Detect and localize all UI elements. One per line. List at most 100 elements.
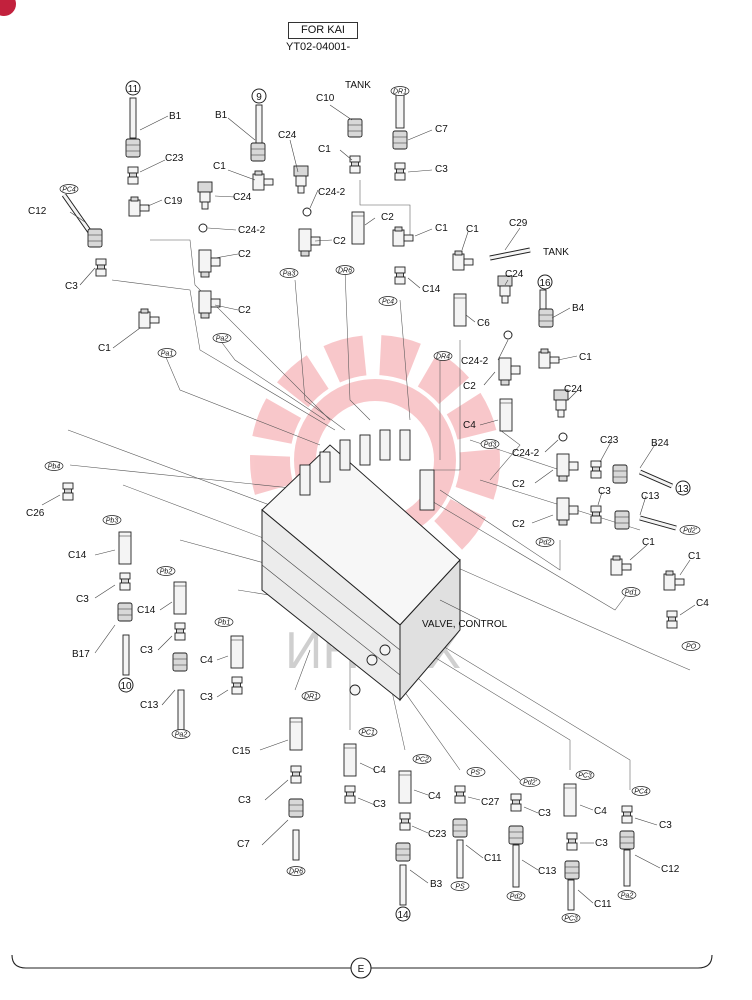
part-label: C3 (238, 795, 251, 806)
port-tag: Pd2' (523, 780, 537, 787)
port-tag: PO (686, 644, 697, 651)
fittings (62, 118, 685, 880)
port-tag: Pa2 (175, 732, 188, 739)
part-label: C3 (140, 645, 153, 656)
port-tag: DR1 (393, 89, 407, 96)
port-tag: PC4 (62, 187, 76, 194)
part-label: C3 (595, 838, 608, 849)
part-label: C24 (278, 130, 297, 141)
port-tag: PS (455, 884, 465, 891)
part-label: C13 (641, 491, 660, 502)
part-label: C2 (238, 305, 251, 316)
port-tag: DR6 (338, 268, 352, 275)
part-label: B1 (215, 110, 228, 121)
part-label: C3 (373, 799, 386, 810)
port-tag: Pa1 (161, 351, 174, 358)
part-label: TANK (543, 247, 569, 258)
part-label: C14 (68, 550, 87, 561)
port-tag: PC3 (564, 916, 578, 923)
part-label: C19 (164, 196, 183, 207)
port-tag: PC2 (415, 757, 429, 764)
part-label: C24-2 (512, 448, 540, 459)
port-tag: DR4 (436, 354, 450, 361)
part-label: C3 (659, 820, 672, 831)
port-tag: Pa3 (283, 271, 296, 278)
port-tag: PC4 (634, 789, 648, 796)
part-label: B3 (430, 879, 443, 890)
part-label: B4 (572, 303, 585, 314)
part-label: TANK (345, 80, 371, 91)
part-label: C11 (594, 899, 612, 910)
part-label: C4 (594, 806, 607, 817)
callout-number: 9 (256, 92, 262, 103)
part-label: C2 (463, 381, 476, 392)
callout-number: 13 (677, 484, 689, 495)
part-label: C13 (538, 866, 557, 877)
port-tag: Pb1 (218, 620, 231, 627)
part-label: C3 (538, 808, 551, 819)
part-label: C11 (484, 853, 502, 864)
part-label: C23 (600, 435, 619, 446)
part-label: C1 (688, 551, 701, 562)
port-tag: Pd2' (683, 528, 697, 535)
part-label: C1 (435, 223, 448, 234)
callout-number: 11 (128, 84, 139, 95)
part-label: C1 (642, 537, 655, 548)
part-label: C24 (233, 192, 252, 203)
part-label: C3 (200, 692, 213, 703)
part-label: C4 (428, 791, 441, 802)
leader-lines (41, 104, 696, 904)
port-tag: Pd1 (625, 590, 638, 597)
part-label: C3 (65, 281, 78, 292)
port-tag: PC3 (578, 773, 592, 780)
part-label: C1 (466, 224, 479, 235)
pilot-route-lines (67, 180, 691, 790)
part-label: C2 (512, 479, 525, 490)
part-label: C14 (137, 605, 156, 616)
part-label: C12 (661, 864, 680, 875)
port-tag: Pc4 (382, 299, 394, 306)
part-label: C1 (98, 343, 111, 354)
part-label: C4 (696, 598, 709, 609)
port-tag: Pb3 (106, 518, 119, 525)
part-label: C27 (481, 797, 500, 808)
part-label: C3 (435, 164, 448, 175)
part-label: C7 (435, 124, 448, 135)
port-tag: Pd2 (510, 894, 523, 901)
part-label: B1 (169, 111, 182, 122)
port-tag: Pa2 (621, 893, 634, 900)
part-label: C2 (238, 249, 251, 260)
part-label: C4 (463, 420, 476, 431)
model-box: FOR KAI (288, 22, 358, 39)
part-label: C29 (509, 218, 528, 229)
part-label: C24-2 (461, 356, 489, 367)
part-label: C6 (477, 318, 490, 329)
callout-number: 14 (397, 910, 409, 921)
part-label: C14 (422, 284, 441, 295)
port-tag: DR6 (289, 869, 303, 876)
part-label: C4 (200, 655, 213, 666)
part-label: C2 (512, 519, 525, 530)
port-tags: DR1 PC4 Pa3 DR6 Pa1 Pa2 Pc4 DR4 Pd3 Pb4 … (44, 86, 701, 923)
port-tag: DR1 (304, 694, 318, 701)
part-label: C12 (28, 206, 47, 217)
part-label: C24-2 (318, 187, 346, 198)
port-tag: Pd2 (539, 540, 552, 547)
port-tag: Pa2 (216, 336, 229, 343)
page-letter: E (358, 964, 365, 975)
part-label: C23 (165, 153, 184, 164)
part-label: C13 (140, 700, 159, 711)
part-label: C10 (316, 93, 335, 104)
part-label: C1 (318, 144, 331, 155)
part-label: C24 (564, 384, 583, 395)
circled-callouts: 11 9 16 13 10 14 (118, 80, 691, 922)
part-label: C15 (232, 746, 251, 757)
part-label: C2 (381, 212, 394, 223)
page-letter-circle (350, 957, 372, 979)
serial-number: YT02-04001- (286, 41, 351, 53)
port-tag: PS' (471, 770, 482, 777)
part-labels: TANK C10 C1 C7 C3 B1 B1 C24 C23 C1 C24-2… (26, 80, 709, 910)
page-corner-badge (0, 0, 16, 16)
hydraulic-hoses (61, 91, 677, 911)
part-label: C2 (333, 236, 346, 247)
